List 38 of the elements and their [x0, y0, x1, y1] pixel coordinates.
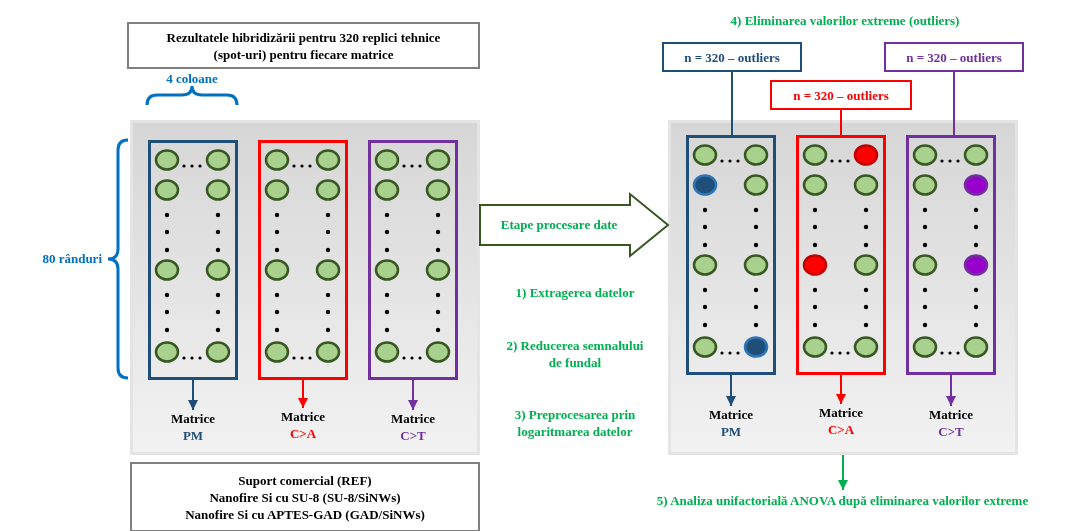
outlier-box: n = 320 – outliers — [884, 42, 1024, 72]
arrow — [836, 374, 846, 405]
connector-line — [731, 71, 733, 136]
matrix-label: Matrice C>A — [268, 408, 338, 444]
arrow — [188, 379, 198, 411]
arrow — [946, 374, 956, 407]
panel-background — [668, 120, 1018, 455]
outlier-box: n = 320 – outliers — [770, 80, 912, 110]
annotation-text: 4 coloane — [165, 70, 219, 87]
arrow — [408, 379, 418, 411]
spot-grid — [148, 140, 238, 380]
spot-grid — [796, 135, 886, 375]
connector-line — [840, 109, 842, 136]
edge-label: Etape procesare date — [499, 216, 619, 233]
arrow — [298, 379, 308, 409]
heading-box: Rezultatele hibridizării pentru 320 replici tehnice (spot-uri) pentru fiecare matrice — [127, 22, 480, 69]
matrix-label: Matrice C>A — [806, 404, 876, 440]
outlier-box: n = 320 – outliers — [662, 42, 802, 72]
spot-grid — [258, 140, 348, 380]
block-arrow — [479, 191, 670, 259]
matrix-label: Matrice PM — [696, 406, 766, 442]
annotation-text: 2) Reducerea semnalului de fundal — [505, 337, 645, 371]
matrix-label: Matrice C>T — [378, 410, 448, 446]
spot-grid — [368, 140, 458, 380]
spot-grid — [686, 135, 776, 375]
connector-line — [953, 71, 955, 136]
annotation-text: 1) Extragerea datelor — [514, 284, 636, 301]
analysis-step-text: 5) Analiza unifactorială ANOVA după eliminarea valorilor extreme — [615, 490, 1068, 510]
annotation-text: 4) Eliminarea valorilor extreme (outliers) — [729, 12, 961, 29]
matrix-label: Matrice PM — [158, 410, 228, 446]
arrow — [838, 454, 848, 491]
spot-grid — [906, 135, 996, 375]
substrate-box: Suport comercial (REF) Nanofire Si cu SU-8 (SU-8/SiNWs) Nanofire Si cu APTES-GAD (GAD/SiNWs) — [130, 462, 480, 531]
matrix-label: Matrice C>T — [916, 406, 986, 442]
arrow — [726, 374, 736, 407]
panel-background — [130, 120, 480, 455]
annotation-text: 80 rânduri — [41, 250, 102, 267]
annotation-text: 3) Preprocesarea prin logaritmarea datelor — [513, 406, 637, 440]
